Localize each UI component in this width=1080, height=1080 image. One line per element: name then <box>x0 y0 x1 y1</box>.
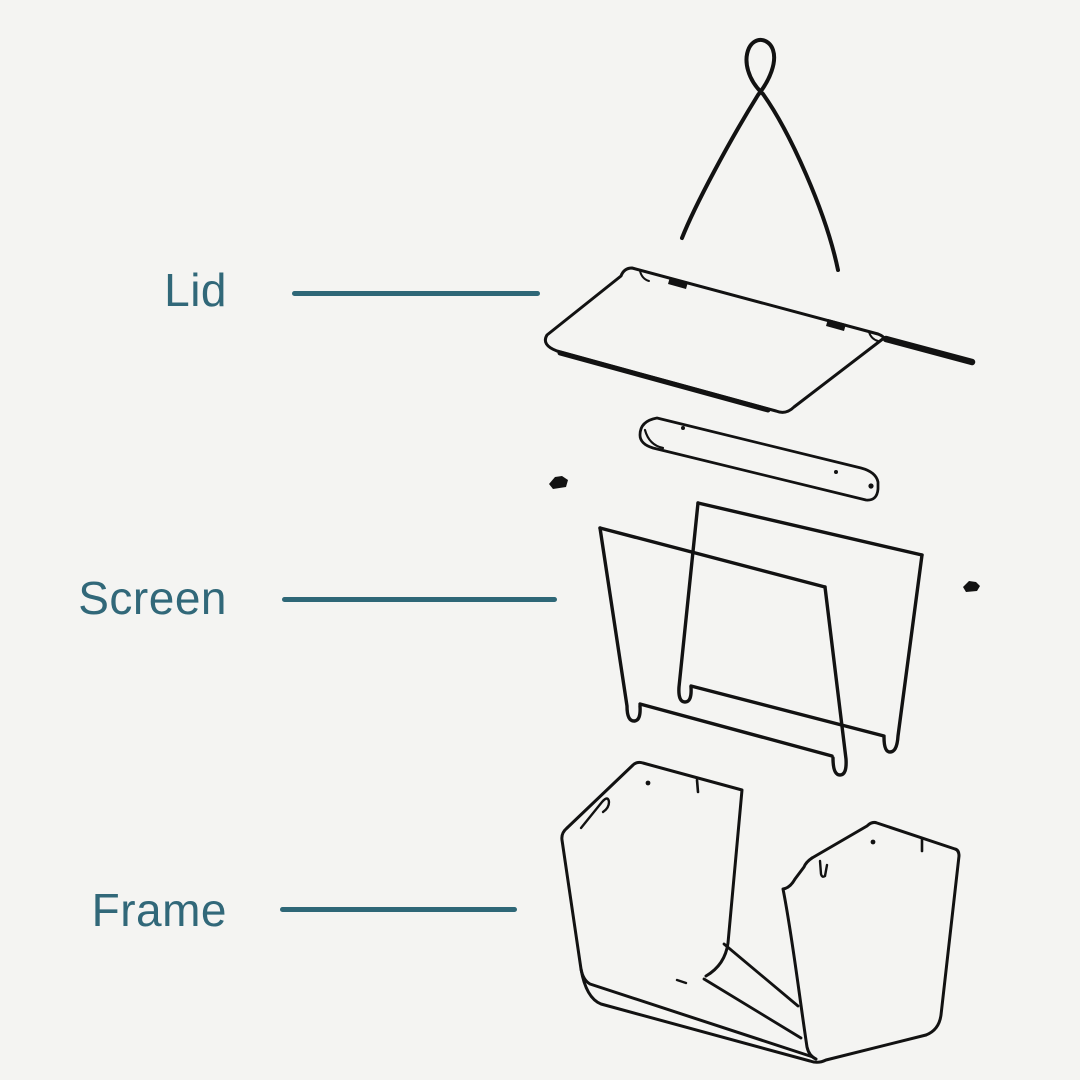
frame-drawing <box>560 760 961 1064</box>
screw-icon <box>549 476 568 489</box>
lid-front-edge <box>557 350 771 413</box>
hanger-wire-path <box>680 38 840 272</box>
frame-left-panel-hole <box>645 780 651 786</box>
label-lid: Lid <box>164 263 227 316</box>
frame-right-panel-side <box>781 856 818 1061</box>
lid-hinge-tab-left <box>668 277 688 289</box>
hinge-bar-hole <box>868 483 874 489</box>
hinge-bar-hole <box>834 470 838 474</box>
frame-right-panel-tab <box>818 859 829 878</box>
frame-left-panel-slot <box>579 797 611 830</box>
label-screen: Screen <box>78 571 227 624</box>
frame-bottom-fold-inner <box>722 942 800 1008</box>
lid-outline <box>543 266 886 414</box>
hinge-bar-outline <box>638 416 880 502</box>
frame-left-panel-tick <box>695 778 700 794</box>
frame-left-panel-top <box>565 760 744 978</box>
lid-right-edge <box>882 335 976 366</box>
screw-icon <box>963 581 980 592</box>
screen-back-top <box>696 501 924 557</box>
screen-drawing <box>598 501 924 777</box>
screen-front-rail <box>638 702 834 758</box>
label-frame: Frame <box>91 883 227 936</box>
lid-hinge-tick-right <box>868 331 879 342</box>
screen-front-right-leg <box>823 585 848 777</box>
lid-hinge-tick-left <box>639 270 650 282</box>
hinge-bar-notch <box>643 428 665 450</box>
frame-bottom-outer-edge <box>579 967 928 1064</box>
lid-hinge-tab-right <box>826 319 846 331</box>
frame-bottom-fold-front <box>702 977 803 1040</box>
frame-right-panel-hole <box>870 839 876 845</box>
screen-back-right-leg <box>882 553 924 754</box>
hanger-wire-drawing <box>680 38 840 272</box>
leader-line-screen <box>282 597 557 602</box>
screen-front-top <box>598 526 827 589</box>
frame-bottom-dash <box>675 978 688 985</box>
leader-line-frame <box>280 907 517 912</box>
screen-back-rail <box>689 684 886 738</box>
lid-drawing <box>543 266 976 414</box>
hinge-bar-hole <box>681 426 685 430</box>
leader-line-lid <box>292 291 540 296</box>
hinge-bar-drawing <box>638 416 880 502</box>
screen-front-left-leg <box>598 526 642 723</box>
frame-right-panel-top <box>810 820 961 1037</box>
screen-back-left-leg <box>677 501 700 704</box>
